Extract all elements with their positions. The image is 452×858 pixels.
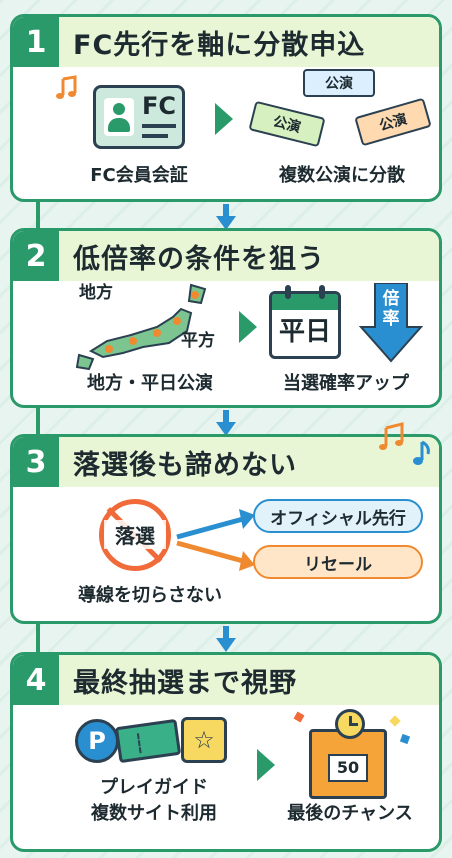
ticket-icon: [114, 718, 182, 764]
japan-map-icon: [75, 283, 207, 371]
reject-text: 落選: [104, 520, 166, 549]
calendar-icon: 平日: [269, 291, 341, 359]
step-4-body: P ☆ 50 プレイガイド 複数サイト利用 最後のチャンス: [13, 705, 439, 849]
badge-p: P: [88, 727, 106, 755]
branch-arrows-icon: [176, 509, 255, 571]
caption-win-up: 当選確率アップ: [283, 373, 409, 394]
arrow-right-icon: [239, 311, 257, 343]
step-4-header: 4 最終抽選まで視野: [13, 655, 439, 705]
arrow-down-icon: [216, 626, 236, 652]
caption-last-chance: 最後のチャンス: [287, 803, 413, 824]
fc-card-text: FC: [142, 92, 177, 120]
timeline-rail: [36, 30, 40, 830]
lottery-box-icon: 50: [309, 729, 387, 799]
ticket-icon: 公演: [303, 69, 375, 97]
label-weekday: 平方: [181, 331, 215, 351]
fc-card-icon: FC: [93, 85, 185, 149]
step-3-header: 3 落選後も諦めない: [13, 437, 439, 487]
arrow-down-icon: [216, 410, 236, 436]
ratio-down-arrow-icon: [359, 283, 423, 363]
arrow-right-icon: [257, 749, 275, 781]
step-2-header: 2 低倍率の条件を狙う: [13, 231, 439, 281]
step-1: 1 FC先行を軸に分散申込 FC 公演 公演 公演 FC会員会証 複数公演に分散: [10, 14, 442, 202]
confetti-decoration: [399, 733, 411, 745]
label-local: 地方: [79, 283, 113, 303]
caption-fc-card: FC会員会証: [90, 165, 188, 186]
caption-local-weekday: 地方・平日公演: [87, 373, 213, 394]
step-number: 3: [13, 437, 59, 487]
step-1-body: FC 公演 公演 公演 FC会員会証 複数公演に分散: [13, 67, 439, 199]
arrow-down-icon: [216, 204, 236, 230]
star-ticket-icon: ☆: [181, 717, 227, 763]
step-title: 最終抽選まで視野: [73, 667, 297, 699]
caption-multi-site: 複数サイト利用: [91, 803, 217, 824]
step-number: 2: [13, 231, 59, 281]
avatar-icon: [104, 98, 134, 136]
pill-resale: リセール: [253, 545, 423, 579]
reject-icon: 落選: [99, 499, 171, 571]
music-note-icon: [56, 75, 77, 99]
caption-distribute: 複数公演に分散: [279, 165, 405, 186]
step-2-body: 地方 平方 平日 倍率 地方・平日公演 当選確率アップ: [13, 281, 439, 405]
step-title: FC先行を軸に分散申込: [73, 29, 366, 61]
calendar-text: 平日: [278, 317, 331, 347]
ticket-icon: 公演: [354, 97, 432, 147]
confetti-decoration: [389, 715, 401, 727]
step-title: 低倍率の条件を狙う: [73, 243, 325, 275]
step-4: 4 最終抽選まで視野 P ☆ 50 プレイガイド 複数サイト利用 最後のチャンス: [10, 652, 442, 852]
caption-playguide: プレイガイド: [100, 777, 208, 798]
box-number: 50: [328, 754, 368, 782]
playguide-p-icon: P: [75, 719, 119, 763]
step-3-body: 落選 オフィシャル先行 リセール 導線を切らさない: [13, 487, 439, 621]
step-2: 2 低倍率の条件を狙う 地方 平方 平日 倍率 地方・平日公演 当選: [10, 228, 442, 408]
step-3: 3 落選後も諦めない 落選 オフィシャル先行 リセール 導線を切らさない: [10, 434, 442, 624]
confetti-decoration: [293, 711, 305, 723]
step-number: 1: [13, 17, 59, 67]
arrow-right-icon: [215, 103, 233, 135]
clock-icon: [335, 709, 365, 739]
step-number: 4: [13, 655, 59, 705]
step-title: 落選後も諦めない: [73, 449, 297, 481]
caption-keep-path: 導線を切らさない: [78, 585, 222, 606]
pill-official-presale: オフィシャル先行: [253, 499, 423, 533]
step-1-header: 1 FC先行を軸に分散申込: [13, 17, 439, 67]
ticket-icon: 公演: [248, 100, 326, 148]
music-notes-icon: [379, 422, 430, 465]
ratio-text: 倍率: [382, 289, 400, 329]
